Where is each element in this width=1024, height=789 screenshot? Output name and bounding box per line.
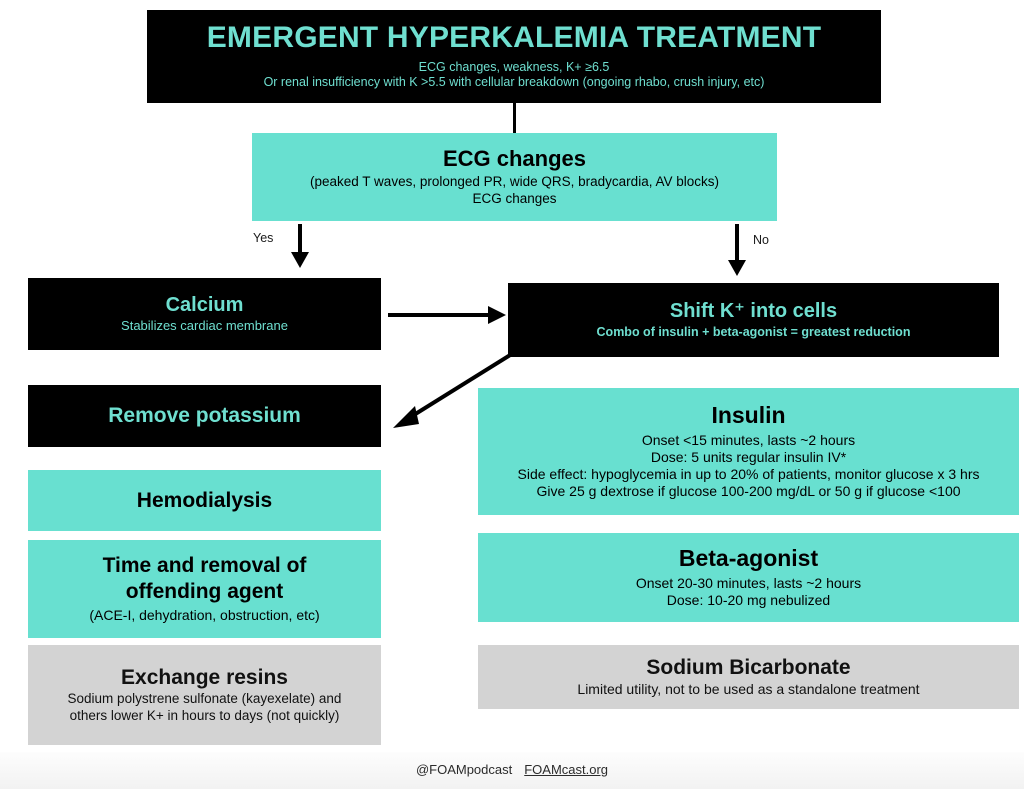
connector-title-to-ecg — [513, 103, 516, 133]
arrow-down-yes-icon — [291, 224, 309, 268]
calcium-subtitle: Stabilizes cardiac membrane — [121, 318, 288, 334]
hemodialysis-box: Hemodialysis — [28, 470, 381, 531]
sodium-bicarbonate-subtitle: Limited utility, not to be used as a sta… — [577, 681, 920, 698]
remove-potassium-box: Remove potassium — [28, 385, 381, 447]
title-subtitle-line-1: ECG changes, weakness, K+ ≥6.5 — [418, 59, 610, 74]
time-and-removal-heading-line-1: Time and removal of — [102, 553, 307, 577]
exchange-resins-heading: Exchange resins — [121, 665, 288, 689]
beta-agonist-subtitle-line-2: Dose: 10-20 mg nebulized — [666, 591, 831, 608]
beta-agonist-box: Beta-agonist Onset 20-30 minutes, lasts … — [478, 533, 1019, 622]
time-and-removal-heading-line-2: offending agent — [125, 580, 284, 604]
shift-heading: Shift K⁺ into cells — [669, 299, 838, 322]
shift-potassium-box: Shift K⁺ into cells Combo of insulin + b… — [508, 283, 999, 357]
page-title: EMERGENT HYPERKALEMIA TREATMENT — [206, 20, 822, 54]
calcium-box: Calcium Stabilizes cardiac membrane — [28, 278, 381, 350]
ecg-heading: ECG changes — [442, 145, 587, 171]
insulin-box: Insulin Onset <15 minutes, lasts ~2 hour… — [478, 388, 1019, 515]
insulin-subtitle-line-4: Give 25 g dextrose if glucose 100-200 mg… — [536, 482, 961, 499]
insulin-subtitle-line-3: Side effect: hypoglycemia in up to 20% o… — [517, 465, 980, 482]
footer-handle: @FOAMpodcast — [415, 762, 513, 777]
insulin-subtitle-line-1: Onset <15 minutes, lasts ~2 hours — [641, 431, 856, 448]
remove-potassium-heading: Remove potassium — [108, 404, 301, 428]
branch-label-yes: Yes — [253, 231, 274, 245]
ecg-changes-box: ECG changes (peaked T waves, prolonged P… — [252, 133, 777, 221]
arrow-down-no-icon — [728, 224, 746, 276]
insulin-heading: Insulin — [711, 401, 786, 428]
arrow-diagonal-shift-to-remove-icon — [393, 350, 517, 428]
sodium-bicarbonate-heading: Sodium Bicarbonate — [646, 655, 851, 679]
time-and-removal-box: Time and removal of offending agent (ACE… — [28, 540, 381, 638]
exchange-resins-subtitle-line-1: Sodium polystrene sulfonate (kayexelate)… — [67, 691, 342, 707]
calcium-heading: Calcium — [165, 293, 244, 316]
time-and-removal-subtitle: (ACE-I, dehydration, obstruction, etc) — [89, 606, 320, 623]
ecg-subtitle-line-2: ECG changes — [472, 190, 557, 206]
branch-label-no: No — [753, 233, 769, 247]
insulin-subtitle-line-2: Dose: 5 units regular insulin IV* — [650, 448, 847, 465]
exchange-resins-box: Exchange resins Sodium polystrene sulfon… — [28, 645, 381, 745]
arrow-right-calcium-to-shift-icon — [388, 306, 506, 324]
footer-site-link[interactable]: FOAMcast.org — [524, 762, 609, 777]
bottom-strip — [0, 752, 1024, 789]
title-banner: EMERGENT HYPERKALEMIA TREATMENT ECG chan… — [147, 10, 881, 103]
title-subtitle-line-2: Or renal insufficiency with K >5.5 with … — [263, 74, 765, 89]
shift-subtitle: Combo of insulin + beta-agonist = greate… — [596, 325, 911, 340]
beta-agonist-subtitle-line-1: Onset 20-30 minutes, lasts ~2 hours — [635, 574, 862, 591]
ecg-subtitle-line-1: (peaked T waves, prolonged PR, wide QRS,… — [310, 174, 719, 190]
beta-agonist-heading: Beta-agonist — [678, 545, 819, 572]
hemodialysis-heading: Hemodialysis — [136, 488, 273, 512]
footer: @FOAMpodcast FOAMcast.org — [0, 762, 1024, 777]
exchange-resins-subtitle-line-2: others lower K+ in hours to days (not qu… — [69, 707, 340, 723]
sodium-bicarbonate-box: Sodium Bicarbonate Limited utility, not … — [478, 645, 1019, 709]
